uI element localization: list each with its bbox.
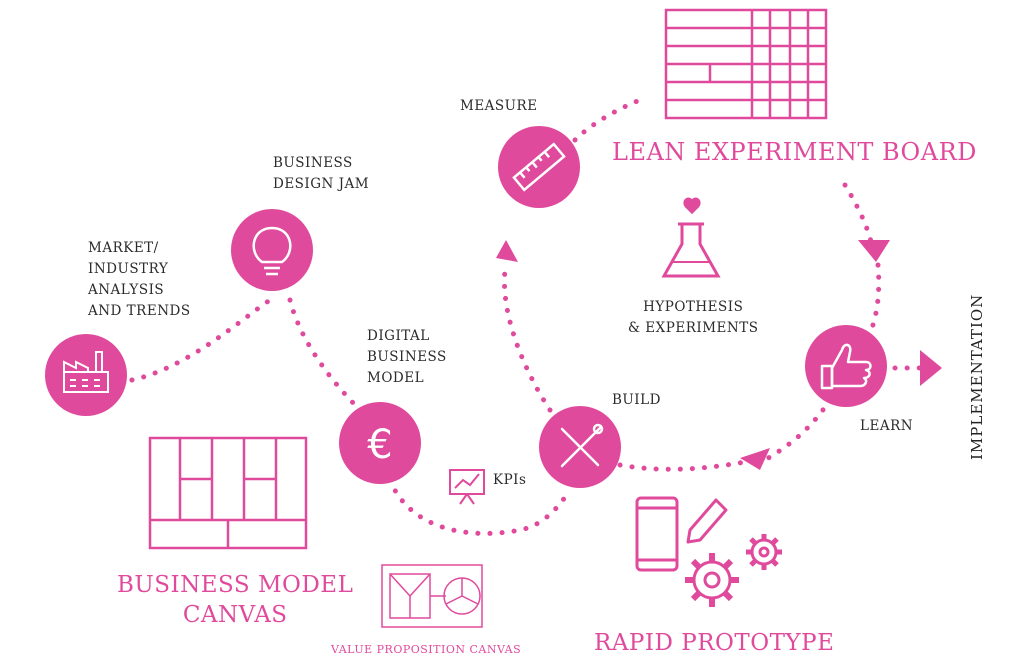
label-digital-business-model: DIGITAL BUSINESS MODEL [367, 328, 447, 386]
label-build: BUILD [612, 392, 661, 408]
presentation-chart-icon [449, 469, 485, 505]
lean-board-grid [664, 8, 828, 120]
connector-into-learn [869, 262, 882, 331]
digital-circle [339, 402, 421, 484]
label-learn: LEARN [860, 418, 914, 434]
connector-build-to-prototype [617, 459, 748, 472]
jam-circle [231, 209, 313, 291]
value-proposition-canvas-icon [381, 564, 483, 628]
label-market-analysis: MARKET/ INDUSTRY ANALYSIS AND TRENDS [88, 240, 191, 319]
connector-learn-to-prototype [762, 397, 833, 463]
gears-icon [685, 534, 782, 607]
arrowheads [496, 240, 942, 470]
ruler-icon [512, 142, 566, 192]
thumbs-up-icon [820, 343, 872, 390]
label-hypothesis: HYPOTHESIS & EXPERIMENTS [628, 299, 759, 336]
label-implementation: IMPLEMENTATION [968, 293, 986, 460]
phone-icon [635, 496, 679, 572]
label-measure: MEASURE [460, 98, 538, 114]
pencil-icon [686, 498, 728, 544]
node-business-design-jam [231, 209, 313, 291]
title-rapid-prototype: RAPID PROTOTYPE [594, 630, 835, 656]
lightbulb-icon [252, 226, 292, 276]
learn-circle [805, 325, 887, 407]
arrowhead-right [920, 350, 942, 386]
measure-circle [498, 126, 580, 208]
flask-icon [661, 197, 721, 278]
factory-icon [63, 351, 109, 393]
connector-digital-to-build [387, 477, 573, 536]
node-learn [805, 325, 887, 407]
tools-icon [560, 423, 604, 468]
label-kpis: KPIs [493, 472, 527, 488]
connector-jam-to-digital [287, 297, 363, 413]
title-business-model-canvas: BUSINESS MODEL CANVAS [117, 572, 354, 628]
arrowhead-down [858, 240, 890, 262]
node-build [539, 406, 621, 488]
arrowhead-left [740, 448, 770, 470]
node-market [45, 334, 127, 416]
euro-icon: € [367, 422, 392, 468]
node-digital-business-model: € [339, 402, 421, 484]
connector-build-to-measure [501, 267, 553, 413]
title-value-proposition-canvas: VALUE PROPOSITION CANVAS [331, 643, 522, 656]
business-model-canvas-grid [148, 436, 308, 550]
connector-measure-to-board [572, 97, 643, 143]
node-measure [498, 126, 580, 208]
label-business-design-jam: BUSINESS DESIGN JAM [273, 155, 370, 192]
connector-market-to-jam [117, 297, 273, 385]
market-circle [45, 334, 127, 416]
arrowhead-up [496, 240, 518, 262]
title-lean-experiment-board: LEAN EXPERIMENT BOARD [612, 138, 977, 166]
